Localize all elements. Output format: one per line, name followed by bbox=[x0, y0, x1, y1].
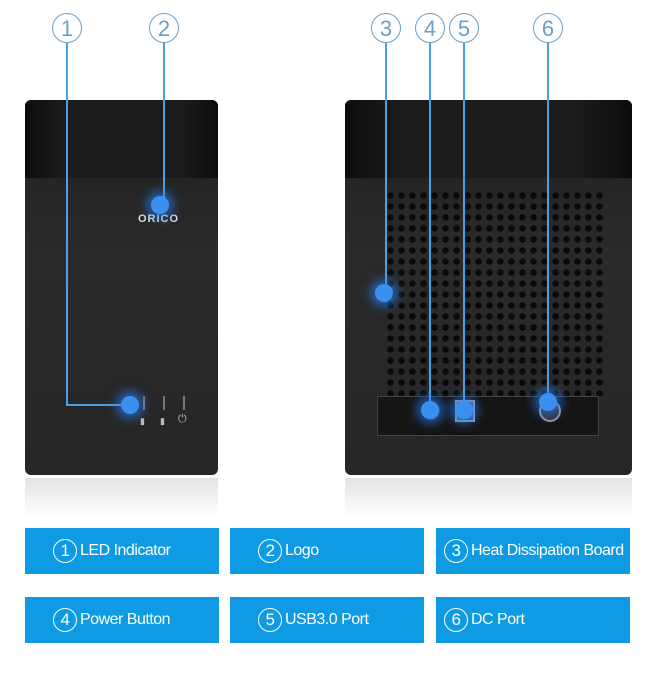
callout-line-6 bbox=[547, 43, 549, 402]
label-text: Heat Dissipation Board bbox=[471, 542, 624, 559]
logo: ORICO bbox=[138, 213, 180, 225]
callout-line-4 bbox=[429, 43, 431, 410]
enclosure-front: ORICO ▮ ▮ ⏻ bbox=[25, 100, 218, 475]
heat-dissipation-grille bbox=[385, 190, 605, 400]
led-2 bbox=[163, 396, 165, 410]
led-indicator-marker bbox=[121, 396, 139, 414]
label-text: LED Indicator bbox=[80, 542, 171, 559]
power-button-marker bbox=[421, 401, 439, 419]
enclosure-back bbox=[345, 100, 632, 475]
back-reflection bbox=[345, 478, 632, 518]
callout-line-2 bbox=[163, 43, 165, 205]
label-text: USB3.0 Port bbox=[285, 611, 369, 628]
callout-line-1 bbox=[66, 43, 68, 406]
led-3 bbox=[183, 396, 185, 410]
enclosure-back-top bbox=[345, 100, 632, 178]
led-1 bbox=[143, 396, 145, 410]
callout-line-1-horizontal bbox=[66, 404, 130, 406]
logo-marker bbox=[151, 196, 169, 214]
label-number: 3 bbox=[444, 539, 468, 563]
port-panel bbox=[377, 396, 599, 436]
disk-icon: ▮ bbox=[160, 416, 165, 426]
callout-6: 6 bbox=[533, 13, 563, 43]
callout-1: 1 bbox=[52, 13, 82, 43]
callout-3: 3 bbox=[371, 13, 401, 43]
enclosure-front-top bbox=[25, 100, 218, 178]
label-text: DC Port bbox=[471, 611, 525, 628]
callout-line-5 bbox=[463, 43, 465, 410]
front-reflection bbox=[25, 478, 218, 518]
callout-5: 5 bbox=[449, 13, 479, 43]
label-number: 5 bbox=[258, 608, 282, 632]
callout-4: 4 bbox=[415, 13, 445, 43]
label-number: 6 bbox=[444, 608, 468, 632]
disk-icon: ▮ bbox=[140, 416, 145, 426]
label-number: 4 bbox=[53, 608, 77, 632]
callout-line-3 bbox=[385, 43, 387, 293]
dc-port-marker bbox=[539, 393, 557, 411]
usb-port-marker bbox=[455, 401, 473, 419]
label-number: 1 bbox=[53, 539, 77, 563]
label-text: Power Button bbox=[80, 611, 171, 628]
heat-board-marker bbox=[375, 284, 393, 302]
callout-2: 2 bbox=[149, 13, 179, 43]
power-icon: ⏻ bbox=[178, 413, 187, 425]
label-number: 2 bbox=[258, 539, 282, 563]
label-text: Logo bbox=[285, 542, 319, 559]
